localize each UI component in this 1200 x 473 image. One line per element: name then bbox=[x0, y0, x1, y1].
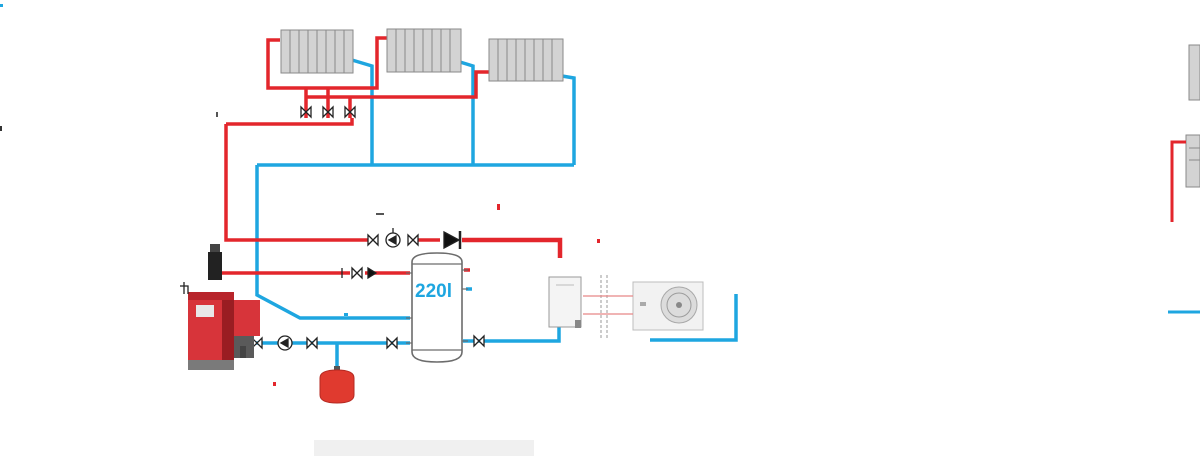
wall-penetration bbox=[583, 275, 633, 338]
supply-pipe-radiator-3 bbox=[306, 70, 490, 99]
supply-pipe-radiator-1 bbox=[266, 38, 306, 90]
expansion-vessel-icon bbox=[319, 369, 355, 404]
outdoor-unit-pipe bbox=[650, 294, 738, 342]
return-pipe-radiator-1 bbox=[351, 58, 374, 165]
return-pipe-to-tank bbox=[255, 165, 410, 320]
radiator-icon bbox=[1188, 44, 1200, 101]
boiler bbox=[180, 282, 260, 370]
heat-pump-indoor-unit bbox=[548, 276, 582, 328]
radiator-3 bbox=[488, 38, 564, 82]
right-edge-fragment bbox=[1168, 44, 1200, 314]
radiator-icon bbox=[488, 38, 564, 82]
return-pipe-heat-pump bbox=[463, 322, 561, 343]
gate-valve-icon bbox=[322, 105, 334, 119]
return-pipe-radiator-2 bbox=[459, 60, 475, 165]
air-separator bbox=[208, 244, 222, 280]
gate-valve-icon bbox=[386, 336, 398, 350]
radiator-icon bbox=[386, 28, 462, 73]
heat-pump-outdoor-unit bbox=[632, 281, 704, 331]
gate-valve-icon bbox=[300, 105, 312, 119]
radiator-1 bbox=[280, 29, 354, 74]
gate-valve-icon bbox=[344, 105, 356, 119]
gate-valve-icon bbox=[351, 266, 363, 280]
supply-pipe-radiator-2 bbox=[306, 36, 388, 90]
gate-valve-icon bbox=[473, 334, 485, 348]
radiator-valves bbox=[300, 105, 356, 119]
tank-capacity-label: 220l bbox=[415, 281, 452, 302]
return-pipe-radiator-3 bbox=[561, 74, 576, 165]
gate-valve-icon bbox=[407, 233, 419, 247]
gate-valve-icon bbox=[306, 336, 318, 350]
check-valve-icon bbox=[443, 230, 461, 250]
supply-main-header bbox=[226, 118, 354, 126]
gate-valve-icon bbox=[367, 233, 379, 247]
boiler-return-fittings bbox=[251, 334, 485, 351]
return-pipes bbox=[240, 58, 738, 368]
radiator-2 bbox=[386, 28, 462, 73]
boiler-supply-fittings bbox=[341, 266, 378, 280]
check-valve-icon bbox=[367, 266, 378, 280]
radiator-icon bbox=[1185, 134, 1200, 188]
stray-marks bbox=[0, 4, 600, 386]
heat-pump-indoor-unit-icon bbox=[548, 276, 582, 328]
supply-pipes bbox=[220, 36, 563, 275]
supply-line-heat-pump bbox=[462, 237, 563, 258]
buffer-tank-icon bbox=[411, 252, 463, 363]
faint-bottom-artifact bbox=[314, 440, 534, 456]
buffer-tank: 220l bbox=[406, 252, 468, 363]
supply-main-riser bbox=[224, 124, 370, 242]
upper-supply-fittings bbox=[367, 228, 462, 250]
expansion-vessel bbox=[319, 366, 355, 404]
